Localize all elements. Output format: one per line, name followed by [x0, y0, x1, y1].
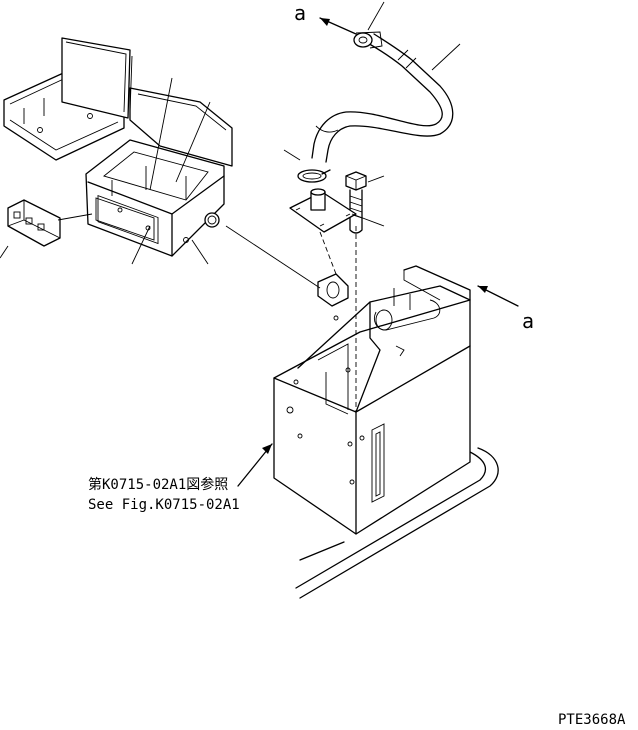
bolt: [345, 171, 385, 234]
view-marker-top: a: [294, 1, 306, 25]
grommet: [225, 225, 349, 307]
lid-bracket-assembly: [3, 37, 233, 265]
main-housing: [273, 226, 499, 599]
drawing-code: PTE3668A: [558, 712, 626, 728]
reference-label-jp: 第K0715-02A1図参照: [88, 476, 228, 493]
hose-assembly: [283, 1, 461, 183]
view-marker-right: a: [522, 309, 534, 333]
plate-with-fitting: [289, 188, 385, 233]
switch-panel: [0, 199, 93, 259]
view-arrow-right: a: [477, 285, 534, 333]
reference-callout: 第K0715-02A1図参照 See Fig.K0715-02A1: [88, 443, 273, 513]
view-arrow-top: a: [294, 1, 357, 35]
reference-label-en: See Fig.K0715-02A1: [88, 497, 240, 513]
